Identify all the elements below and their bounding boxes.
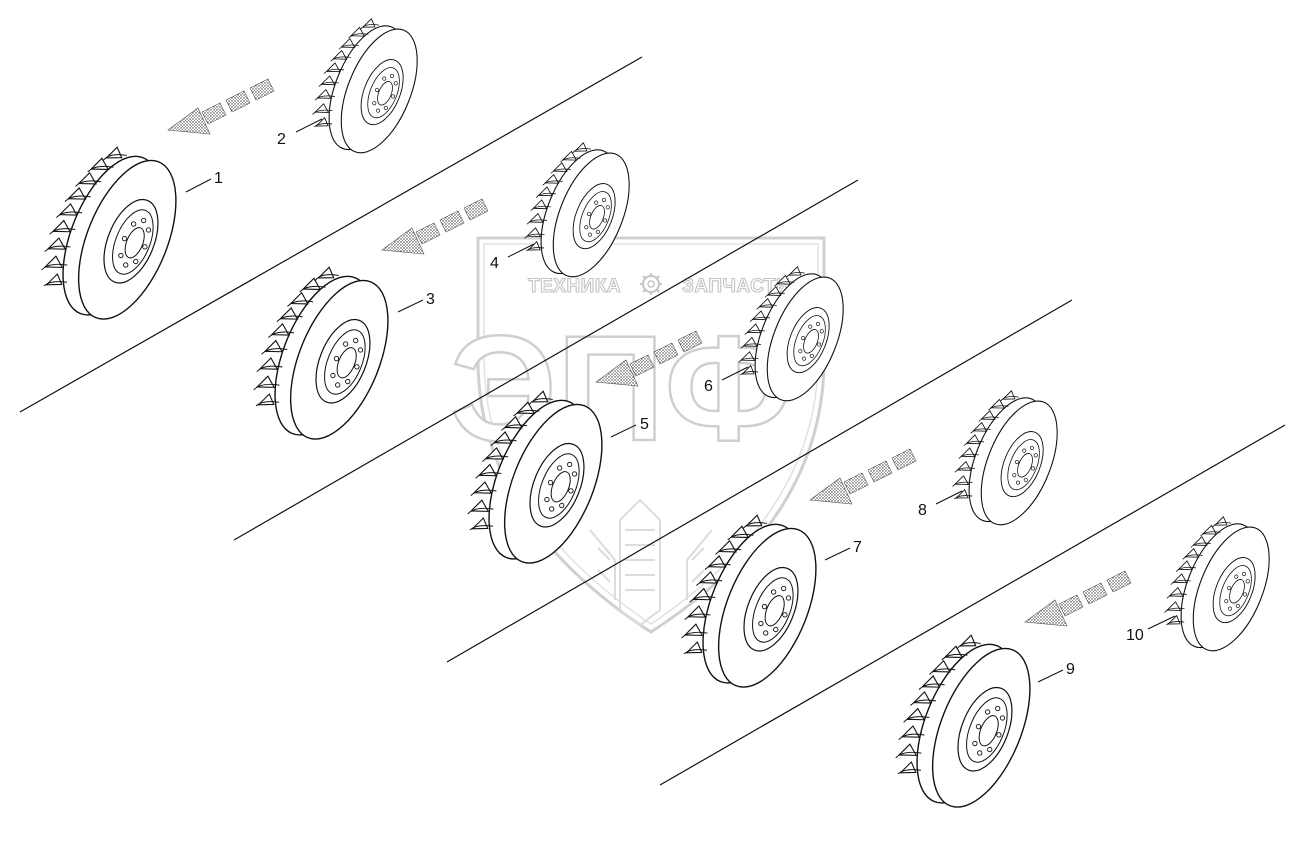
callout-6: 6 xyxy=(704,378,713,395)
callout-labels: 1 2 3 4 5 6 7 8 9 10 xyxy=(214,131,1144,678)
wheat-emblem xyxy=(589,498,713,627)
callout-8: 8 xyxy=(918,502,927,519)
callout-1: 1 xyxy=(214,170,223,187)
lane-line xyxy=(446,299,1073,663)
callout-9: 9 xyxy=(1066,661,1075,678)
tire-10 xyxy=(1152,506,1286,664)
watermark-logo-letters: ЭПФ xyxy=(450,304,793,472)
gear-icon xyxy=(640,273,662,295)
callout-10: 10 xyxy=(1126,627,1144,644)
tire-9 xyxy=(879,621,1051,824)
tire-8 xyxy=(940,380,1074,538)
callout-5: 5 xyxy=(640,416,649,433)
callout-3: 3 xyxy=(426,291,435,308)
callout-7: 7 xyxy=(853,539,862,556)
leader-lines xyxy=(185,118,1176,683)
lane-line xyxy=(19,56,643,413)
watermark-right-word: ЗАПЧАСТИ xyxy=(682,276,790,297)
lane-lines xyxy=(19,56,1286,786)
watermark: ТЕХНИКА ЗАПЧАСТИ ЭПФ xyxy=(449,236,826,634)
watermark-left-word: ТЕХНИКА xyxy=(528,276,621,297)
callout-4: 4 xyxy=(490,255,499,272)
tire-3 xyxy=(237,253,409,456)
tire-4 xyxy=(512,132,646,290)
callout-2: 2 xyxy=(277,131,286,148)
tire-2 xyxy=(300,8,434,166)
lane-line xyxy=(659,424,1286,786)
tire-1 xyxy=(25,133,197,336)
lane-line xyxy=(233,179,859,541)
